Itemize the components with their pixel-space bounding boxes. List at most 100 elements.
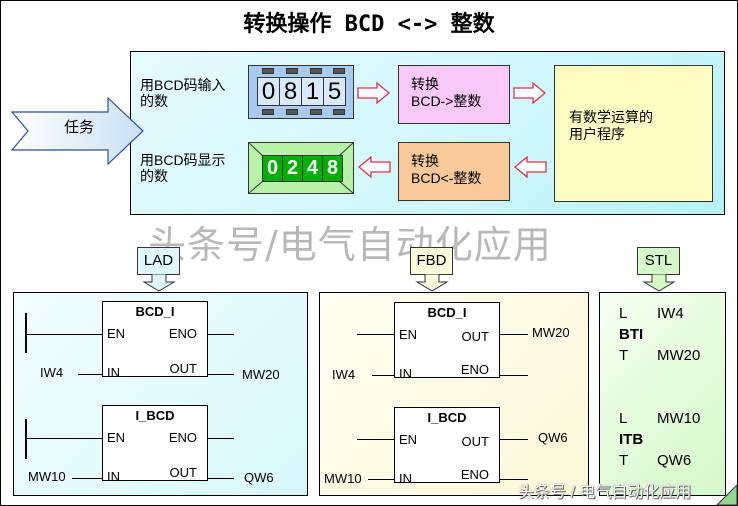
wire xyxy=(500,479,528,480)
stl-op: L xyxy=(619,410,628,427)
stl-panel: L IW4 BTI T MW20 L MW10 ITB T QW6 xyxy=(599,292,726,496)
lad-panel: BCD_I EN ENO IN OUT IW4 MW20 I_BCD EN EN… xyxy=(13,292,308,496)
wire xyxy=(500,334,528,335)
stl-op: T xyxy=(619,347,629,364)
power-rail xyxy=(25,419,27,459)
pin-in: IN xyxy=(399,366,412,381)
pin xyxy=(333,109,345,115)
arrow-right-icon xyxy=(357,82,391,104)
pin-in: IN xyxy=(399,471,412,486)
stl-op: L xyxy=(619,305,628,322)
block-name: BCD_I xyxy=(427,305,467,320)
wire xyxy=(208,438,234,439)
display-number-label: 用BCD码显示 的数 xyxy=(140,152,226,184)
wire xyxy=(25,334,103,335)
pin-en: EN xyxy=(399,432,418,447)
pin xyxy=(333,68,345,74)
pin xyxy=(262,109,274,115)
input-digits: 0 8 1 5 xyxy=(257,77,346,106)
stl-arg: MW20 xyxy=(657,347,701,364)
pin xyxy=(310,109,322,115)
pin xyxy=(310,68,322,74)
input-label-line-2: 的数 xyxy=(140,93,168,109)
pin xyxy=(286,109,298,115)
stl-op: BTI xyxy=(619,326,644,343)
pin-out: OUT xyxy=(461,329,489,344)
pin xyxy=(286,68,298,74)
block-name: I_BCD xyxy=(135,408,175,423)
block-name: I_BCD xyxy=(427,410,467,425)
display-digit: 8 xyxy=(322,156,342,181)
user-program-box: 有数学运算的 用户程序 xyxy=(554,65,713,202)
pin-eno: ENO xyxy=(460,362,489,377)
display-bezel xyxy=(249,143,353,193)
input-number-label: 用BCD码输入 的数 xyxy=(140,77,226,109)
input-digit: 5 xyxy=(323,78,345,105)
convert-int-to-bcd-box: 转换 BCD<-整数 xyxy=(398,142,510,201)
out-signal: QW6 xyxy=(538,430,568,445)
in-signal: IW4 xyxy=(332,367,356,382)
pin xyxy=(262,68,274,74)
pin-out: OUT xyxy=(169,465,197,480)
fbd-down-arrow-icon xyxy=(415,274,449,292)
fbd-tag: FBD xyxy=(410,247,453,275)
bcd-input-switch: 0 8 1 5 xyxy=(248,65,354,119)
watermark: 头条号/电气自动化应用 xyxy=(148,223,552,267)
pin-en: EN xyxy=(107,326,126,341)
stl-arg: IW4 xyxy=(657,305,684,322)
wire xyxy=(208,334,234,335)
input-digit: 0 xyxy=(261,78,276,105)
wire xyxy=(372,375,395,376)
stl-down-arrow-icon xyxy=(642,274,676,292)
pin-en: EN xyxy=(399,327,418,342)
pin-eno: ENO xyxy=(460,467,489,482)
program-line-2: 用户程序 xyxy=(569,126,625,142)
wire xyxy=(357,334,395,335)
wire xyxy=(500,439,528,440)
wire xyxy=(25,438,103,439)
convert-in-line-2: BCD->整数 xyxy=(411,93,482,109)
pin-eno: ENO xyxy=(168,430,197,445)
pin-out: OUT xyxy=(461,434,489,449)
stl-arg: QW6 xyxy=(657,452,692,469)
out-signal: QW6 xyxy=(244,470,274,485)
wire xyxy=(357,439,395,440)
out-signal: MW20 xyxy=(532,325,570,340)
pin-out: OUT xyxy=(169,361,197,376)
pin-in: IN xyxy=(107,469,120,484)
lad-bcd-i-block: BCD_I EN ENO IN OUT xyxy=(102,301,208,380)
wire xyxy=(78,374,103,375)
convert-bcd-to-int-box: 转换 BCD->整数 xyxy=(398,65,510,124)
display-digit: 4 xyxy=(302,156,322,181)
wire xyxy=(208,478,234,479)
task-arrow-icon xyxy=(10,96,144,166)
pin-eno: ENO xyxy=(168,326,197,341)
arrow-left-icon xyxy=(513,156,547,178)
bcd-display: 0 2 4 8 xyxy=(248,142,354,194)
convert-out-line-2: BCD<-整数 xyxy=(411,170,482,186)
stl-op: ITB xyxy=(619,431,644,448)
input-digit: 1 xyxy=(301,78,323,105)
wire xyxy=(500,375,528,376)
convert-in-line-1: 转换 xyxy=(411,76,439,92)
wire xyxy=(72,478,103,479)
task-label: 任务 xyxy=(64,119,95,136)
display-digit: 2 xyxy=(282,156,302,181)
corner-fold-icon xyxy=(716,484,738,506)
stl-tag: STL xyxy=(637,247,680,275)
lad-down-arrow-icon xyxy=(142,274,176,292)
input-digit: 8 xyxy=(279,78,301,105)
page-title: 转换操作 BCD <-> 整数 xyxy=(243,12,495,37)
arrow-right-icon xyxy=(513,82,547,104)
block-name: BCD_I xyxy=(135,304,175,319)
input-label-line-1: 用BCD码输入 xyxy=(140,77,226,93)
pin-in: IN xyxy=(107,365,120,380)
program-line-1: 有数学运算的 xyxy=(569,109,653,125)
fbd-i-bcd-block: I_BCD EN OUT IN ENO xyxy=(394,407,500,486)
power-rail xyxy=(25,313,27,353)
wire xyxy=(368,479,395,480)
convert-out-line-1: 转换 xyxy=(411,153,439,169)
stl-arg: MW10 xyxy=(657,410,701,427)
in-signal: IW4 xyxy=(40,365,64,380)
bottom-watermark: 头条号 / 电气自动化应用 xyxy=(518,484,692,501)
